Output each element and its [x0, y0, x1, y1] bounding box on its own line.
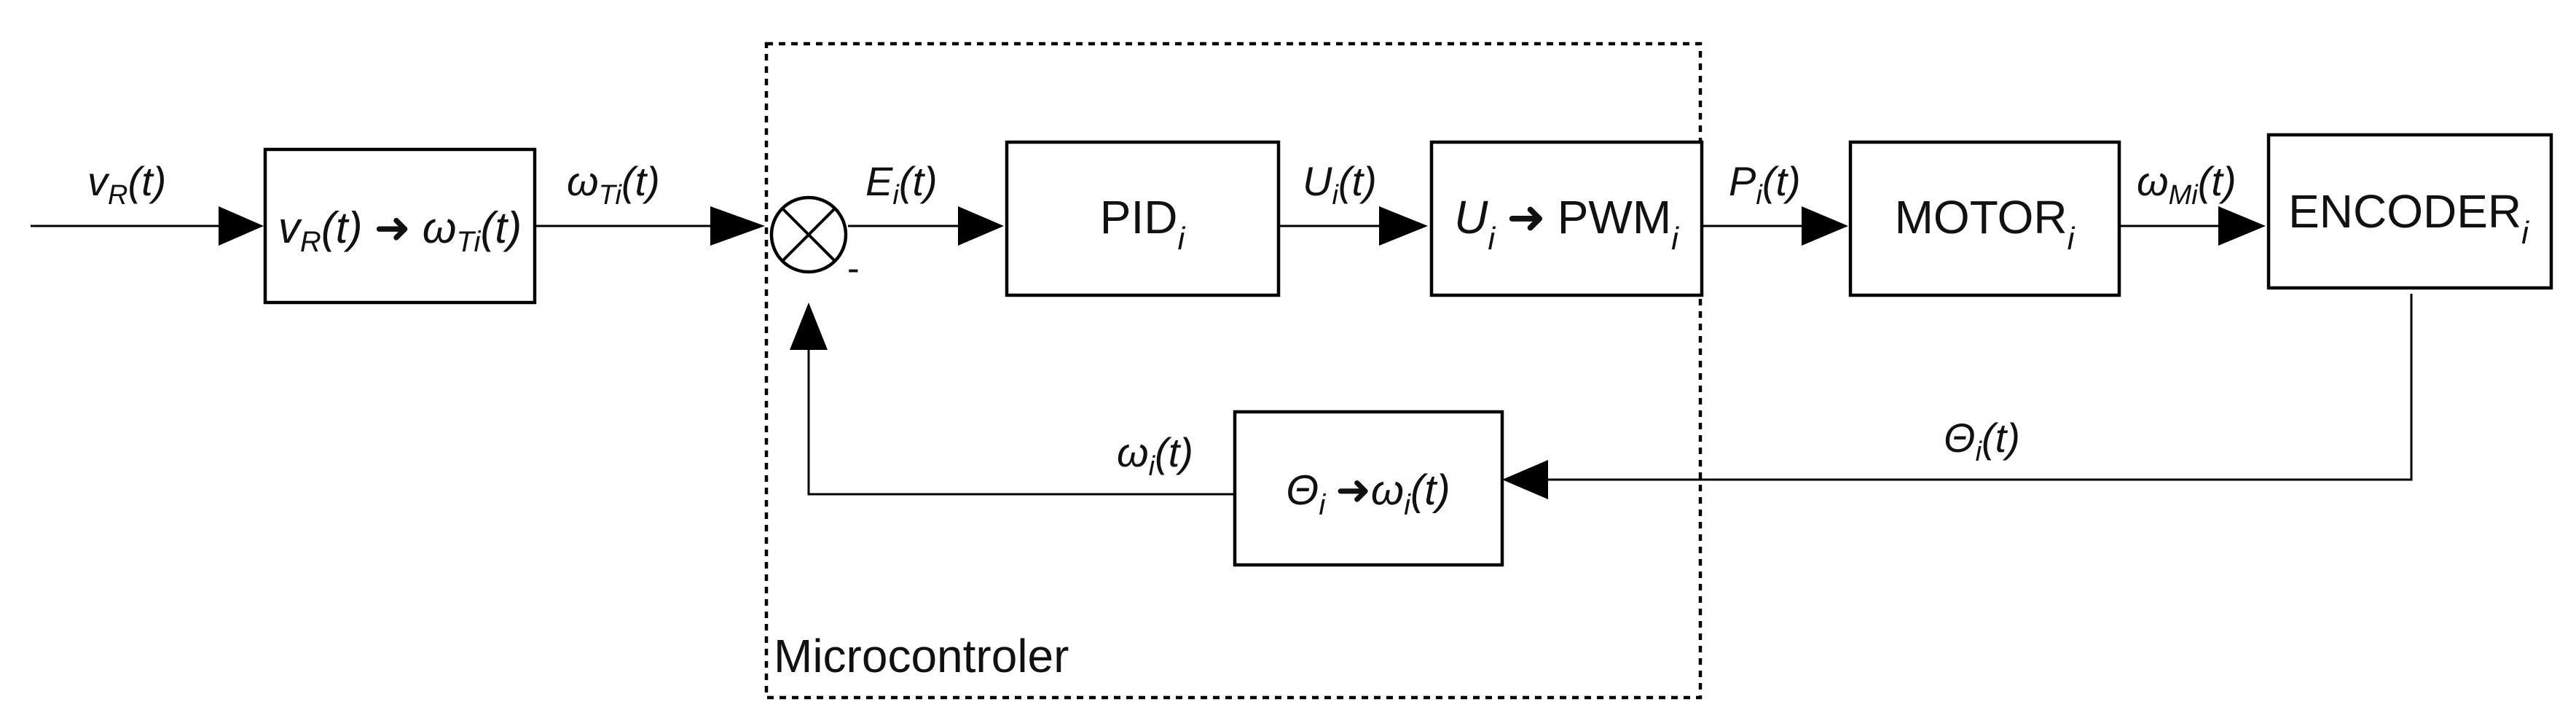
minus-sign: -	[847, 248, 860, 289]
omega-mi-signal-label: ωMi(t)	[2137, 158, 2237, 211]
input-signal-label: vR(t)	[87, 158, 166, 211]
summing-junction: -	[769, 195, 860, 289]
motor-block-label: MOTORi	[1895, 191, 2076, 257]
pid-block	[1005, 140, 1281, 297]
omega-i-feedback-wire	[807, 350, 1233, 496]
microcontroller-label: Microcontroler	[774, 630, 1069, 682]
encoder-block-label: ENCODERi	[2288, 185, 2529, 251]
signal-wires	[31, 206, 2413, 499]
omega-ti-arrowhead	[710, 206, 765, 246]
omega-i-arrowhead	[790, 302, 828, 350]
feedback-converter-block-label: Θi➜ωi(t)	[1286, 467, 1450, 521]
feedback-converter-block	[1233, 410, 1504, 567]
encoder-block	[2266, 133, 2553, 290]
pwm-block-label: Ui➜PWMi	[1454, 191, 1679, 257]
theta-arrowhead	[1502, 460, 1548, 499]
converter-block	[263, 147, 537, 305]
omega-i-signal-label: ωi(t)	[1117, 429, 1193, 482]
omega-ti-label: ωTi(t)	[567, 158, 660, 211]
motor-block	[1848, 140, 2121, 297]
pwm-block	[1429, 140, 1704, 297]
control-signal-label: Ui(t)	[1303, 158, 1377, 211]
converter-block-label: vR(t)➜ωTi(t)	[278, 203, 522, 258]
input-arrowhead	[219, 206, 264, 246]
error-arrowhead	[958, 206, 1004, 246]
control-arrowhead	[1379, 206, 1428, 246]
pwm-out-arrowhead	[1802, 206, 1848, 246]
pwm-out-signal-label: Pi(t)	[1729, 158, 1801, 211]
omega-mi-arrowhead	[2218, 206, 2266, 246]
error-signal-label: Ei(t)	[865, 158, 938, 211]
theta-feedback-wire	[1548, 294, 2413, 481]
pid-block-label: PIDi	[1100, 191, 1186, 257]
theta-signal-label: Θi(t)	[1944, 415, 2020, 467]
